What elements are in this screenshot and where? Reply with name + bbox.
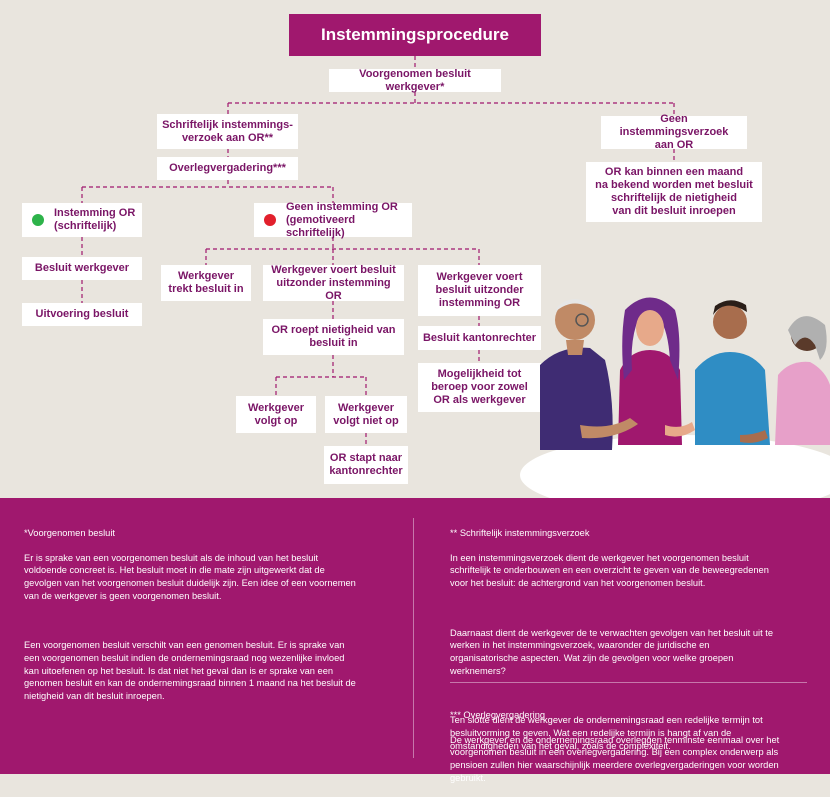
node-voorgenomen-besluit: Voorgenomen besluit werkgever* xyxy=(329,68,501,93)
node-geen-instemmingsverzoek: Geen instemmingsverzoek aan OR xyxy=(601,113,747,151)
column-divider xyxy=(413,518,414,758)
note-paragraph: Er is sprake van een voorgenomen besluit… xyxy=(24,552,356,601)
notes-right: ** Schriftelijk instemmingsverzoek In ee… xyxy=(450,514,822,765)
green-dot-icon xyxy=(32,214,44,226)
node-instemming-or-label: Instemming OR (schriftelijk) xyxy=(54,207,136,232)
node-instemming-or: Instemming OR (schriftelijk) xyxy=(22,203,142,237)
node-overlegvergadering: Overlegvergadering*** xyxy=(157,157,298,180)
node-werkgever-volgt-op: Werkgever volgt op xyxy=(236,396,316,433)
note-heading-schriftelijk: ** Schriftelijk instemmingsverzoek xyxy=(450,527,590,538)
flowchart-area: Instemmingsprocedure Voorgenomen besluit… xyxy=(22,14,830,498)
node-or-kan-nietigheid: OR kan binnen een maand na bekend worden… xyxy=(586,162,762,222)
notes-section: *Voorgenomen besluit Er is sprake van ee… xyxy=(0,498,830,783)
note-heading-overleg: *** Overlegvergadering xyxy=(450,709,546,720)
page-title: Instemmingsprocedure xyxy=(289,14,541,56)
notes-right-overleg: *** Overlegvergadering De werkgever en d… xyxy=(450,696,822,797)
notes-separator xyxy=(450,682,807,683)
notes-left: *Voorgenomen besluit Er is sprake van ee… xyxy=(24,514,404,715)
node-werkgever-voert-uit: Werkgever voert besluit uitzonder instem… xyxy=(263,264,404,302)
node-geen-instemming-or: Geen instemming OR (gemotiveerd schrifte… xyxy=(254,200,412,239)
node-besluit-werkgever: Besluit werkgever xyxy=(22,257,142,280)
node-geen-instemming-or-label: Geen instemming OR (gemotiveerd schrifte… xyxy=(286,200,398,239)
node-werkgever-trekt-in: Werkgever trekt besluit in xyxy=(161,265,251,301)
node-werkgever-voert-uit-2: Werkgever voert besluit uitzonder instem… xyxy=(418,265,541,316)
note-paragraph: Ten slotte dient de werkgever de onderne… xyxy=(450,715,763,751)
note-paragraph: Een voorgenomen besluit verschilt van ee… xyxy=(24,640,356,701)
note-paragraph: In een instemmingsverzoek dient de werkg… xyxy=(450,552,769,588)
node-besluit-kantonrechter: Besluit kantonrechter xyxy=(418,326,541,350)
node-schriftelijk-verzoek: Schriftelijk instemmings- verzoek aan OR… xyxy=(157,114,298,149)
node-or-roept-nietigheid: OR roept nietigheid van besluit in xyxy=(263,319,404,355)
node-or-stapt-naar-kantonrechter: OR stapt naar kantonrechter xyxy=(324,446,408,484)
connector-lines xyxy=(81,56,675,446)
note-heading-voorgenomen: *Voorgenomen besluit xyxy=(24,527,115,538)
note-paragraph: De werkgever en de ondernemingsraad over… xyxy=(450,734,780,783)
node-uitvoering-besluit: Uitvoering besluit xyxy=(22,303,142,326)
node-mogelijkheid-beroep: Mogelijkheid tot beroep voor zowel OR al… xyxy=(418,363,541,412)
note-paragraph: Daarnaast dient de werkgever de te verwa… xyxy=(450,627,774,676)
node-werkgever-volgt-niet-op: Werkgever volgt niet op xyxy=(325,396,407,433)
people-at-table-illustration xyxy=(520,297,830,498)
red-dot-icon xyxy=(264,214,276,226)
